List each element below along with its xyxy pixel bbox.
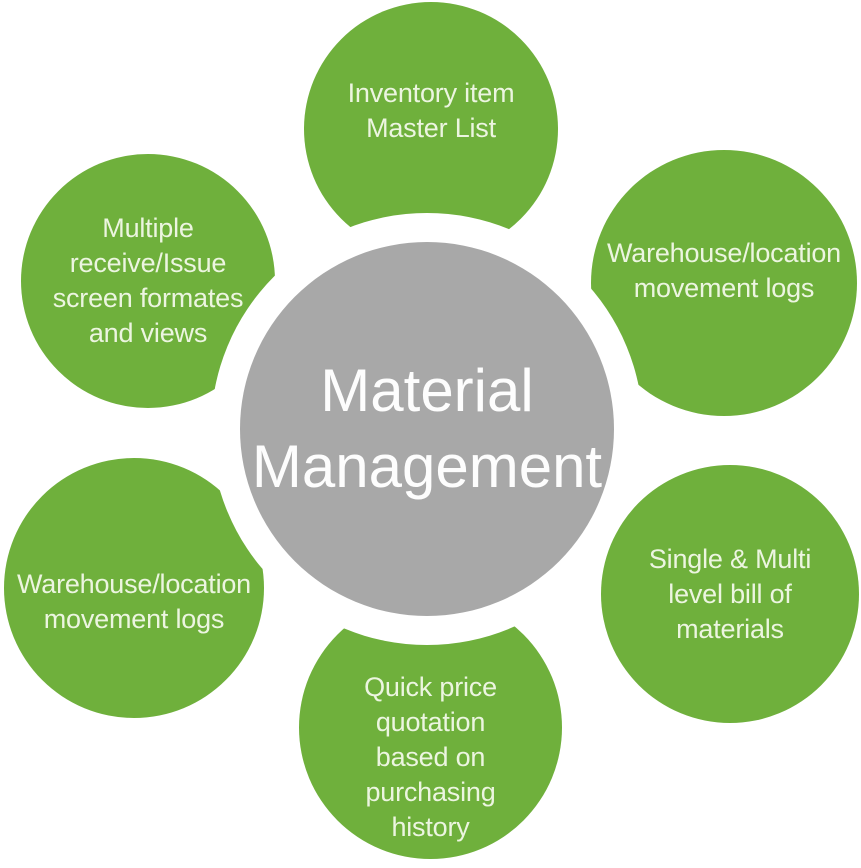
bubble-single-multi-level-bill-of-materials: Single & Multilevel bill ofmaterials [601, 465, 859, 723]
bubble-warehouse-location-movement-logs-bottom: Warehouse/locationmovement logs [4, 458, 264, 718]
bubble-label-warehouse-location-movement-logs-top: Warehouse/locationmovement logs [606, 238, 842, 303]
bubble-label-single-multi-level-bill-of-materials: Single & Multilevel bill ofmaterials [648, 543, 812, 644]
bubble-label-multiple-receive-issue-screens: Multiple receive/Issuescreen formatesand… [52, 213, 244, 348]
bubble-label-quick-price-quotation: Quick pricequotationbased onpurchasinghi… [364, 672, 497, 842]
center-circle: MaterialManagement [240, 242, 614, 616]
center-title: MaterialManagement [251, 357, 603, 500]
bubble-label-inventory-item-master-list: Inventory itemMaster List [347, 78, 515, 143]
bubble-label-warehouse-location-movement-logs-bottom: Warehouse/locationmovement logs [16, 569, 252, 634]
